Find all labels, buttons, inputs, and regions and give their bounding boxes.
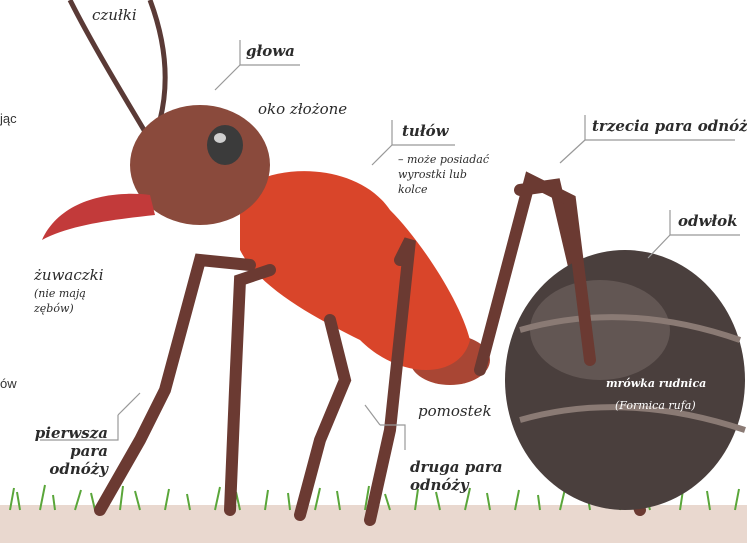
label-tulow: tułów [402,122,449,140]
eye-shine [214,133,226,143]
label-glowa: głowa [246,42,295,60]
cut-text-top: jąc [0,111,17,126]
label-druga: druga para odnóży [410,458,503,494]
leg-front-2 [230,270,270,510]
label-species-latin: (Formica rufa) [615,398,696,413]
druga-line-1: druga para [410,458,503,476]
cut-text-bottom: ów [0,376,17,391]
abdomen-highlight [530,280,670,380]
tulow-note-line-2: wyrostki lub [398,167,489,182]
zuwaczki-note-line-1: (nie mają [34,286,86,301]
mandible [42,194,155,240]
label-trzecia: trzecia para odnóży [592,117,747,135]
pierwsza-line-2: para odnóży [8,442,108,478]
label-zuwaczki-note: (nie mają zębów) [34,286,86,316]
label-tulow-note: – może posiadać wyrostki lub kolce [398,152,489,197]
label-pomostek: pomostek [418,402,492,420]
compound-eye [207,125,243,165]
label-zuwaczki: żuwaczki [34,266,104,284]
label-species: mrówka rudnica [606,376,706,391]
label-odwlok: odwłok [678,212,738,230]
tulow-note-line-3: kolce [398,182,489,197]
label-oko: oko złożone [258,100,347,118]
label-czulki: czułki [92,6,137,24]
druga-line-2: odnóży [410,476,503,494]
leg-middle [300,320,345,515]
label-pierwsza: pierwsza para odnóży [8,424,108,478]
tulow-note-line-1: – może posiadać [398,152,489,167]
pierwsza-line-1: pierwsza [8,424,108,442]
antenna-right [150,0,165,120]
zuwaczki-note-line-2: zębów) [34,301,86,316]
